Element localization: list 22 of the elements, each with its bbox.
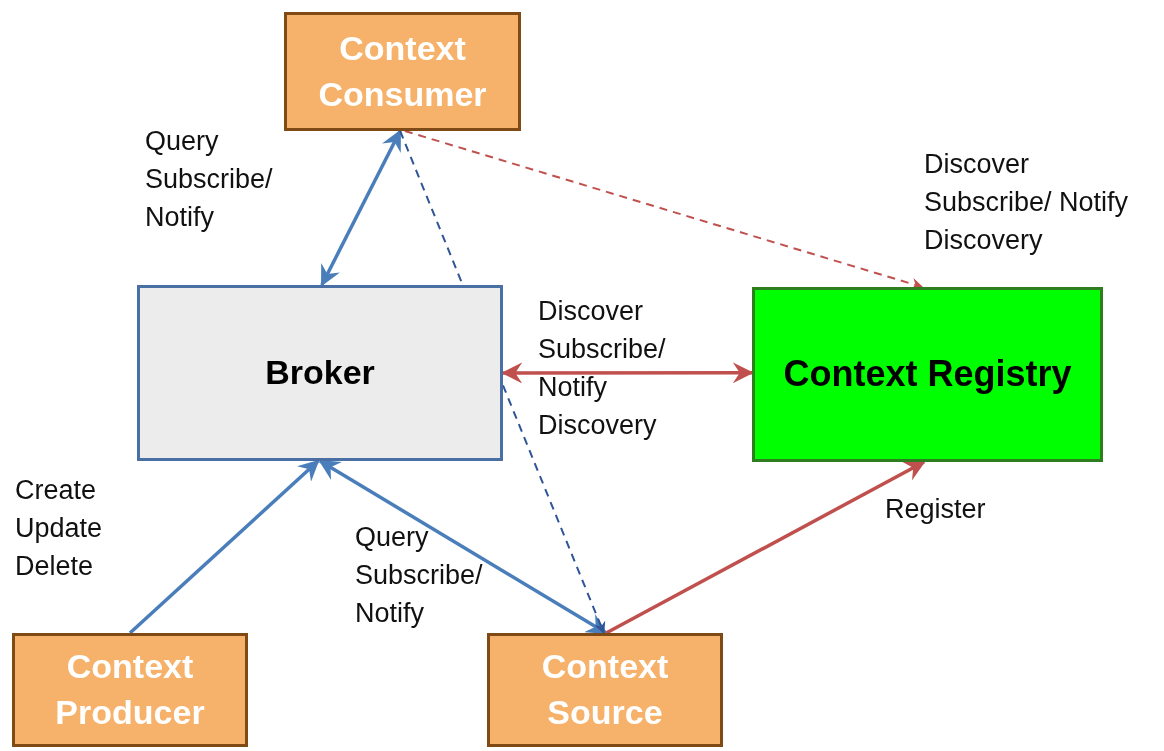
dashed-arrow xyxy=(502,384,606,634)
edge-label: Create Update Delete xyxy=(15,474,104,583)
edge-label: Discover Subscribe/ Notify Discovery xyxy=(538,295,667,442)
node-label: Context Registry xyxy=(783,352,1072,397)
arrow xyxy=(501,362,754,384)
process-box xyxy=(12,633,248,747)
edge-label: Register xyxy=(885,493,987,526)
process-box xyxy=(284,12,521,131)
node-label: Context Producer xyxy=(54,646,206,733)
node-label: Broker xyxy=(265,352,375,394)
process-box xyxy=(752,287,1103,462)
arrow xyxy=(318,459,608,635)
edge-label: Discover Subscribe/ Notify Discovery xyxy=(924,148,1130,257)
arrow xyxy=(605,460,926,635)
edge-label: Query Subscribe/ Notify xyxy=(145,125,274,234)
edge-label: Query Subscribe/ Notify xyxy=(355,521,484,630)
node-label: Context Source xyxy=(540,646,670,733)
process-box xyxy=(487,633,723,747)
arrow xyxy=(128,459,320,635)
process-box xyxy=(137,285,503,461)
node-label: Context Consumer xyxy=(317,27,488,115)
arrow xyxy=(320,129,402,287)
